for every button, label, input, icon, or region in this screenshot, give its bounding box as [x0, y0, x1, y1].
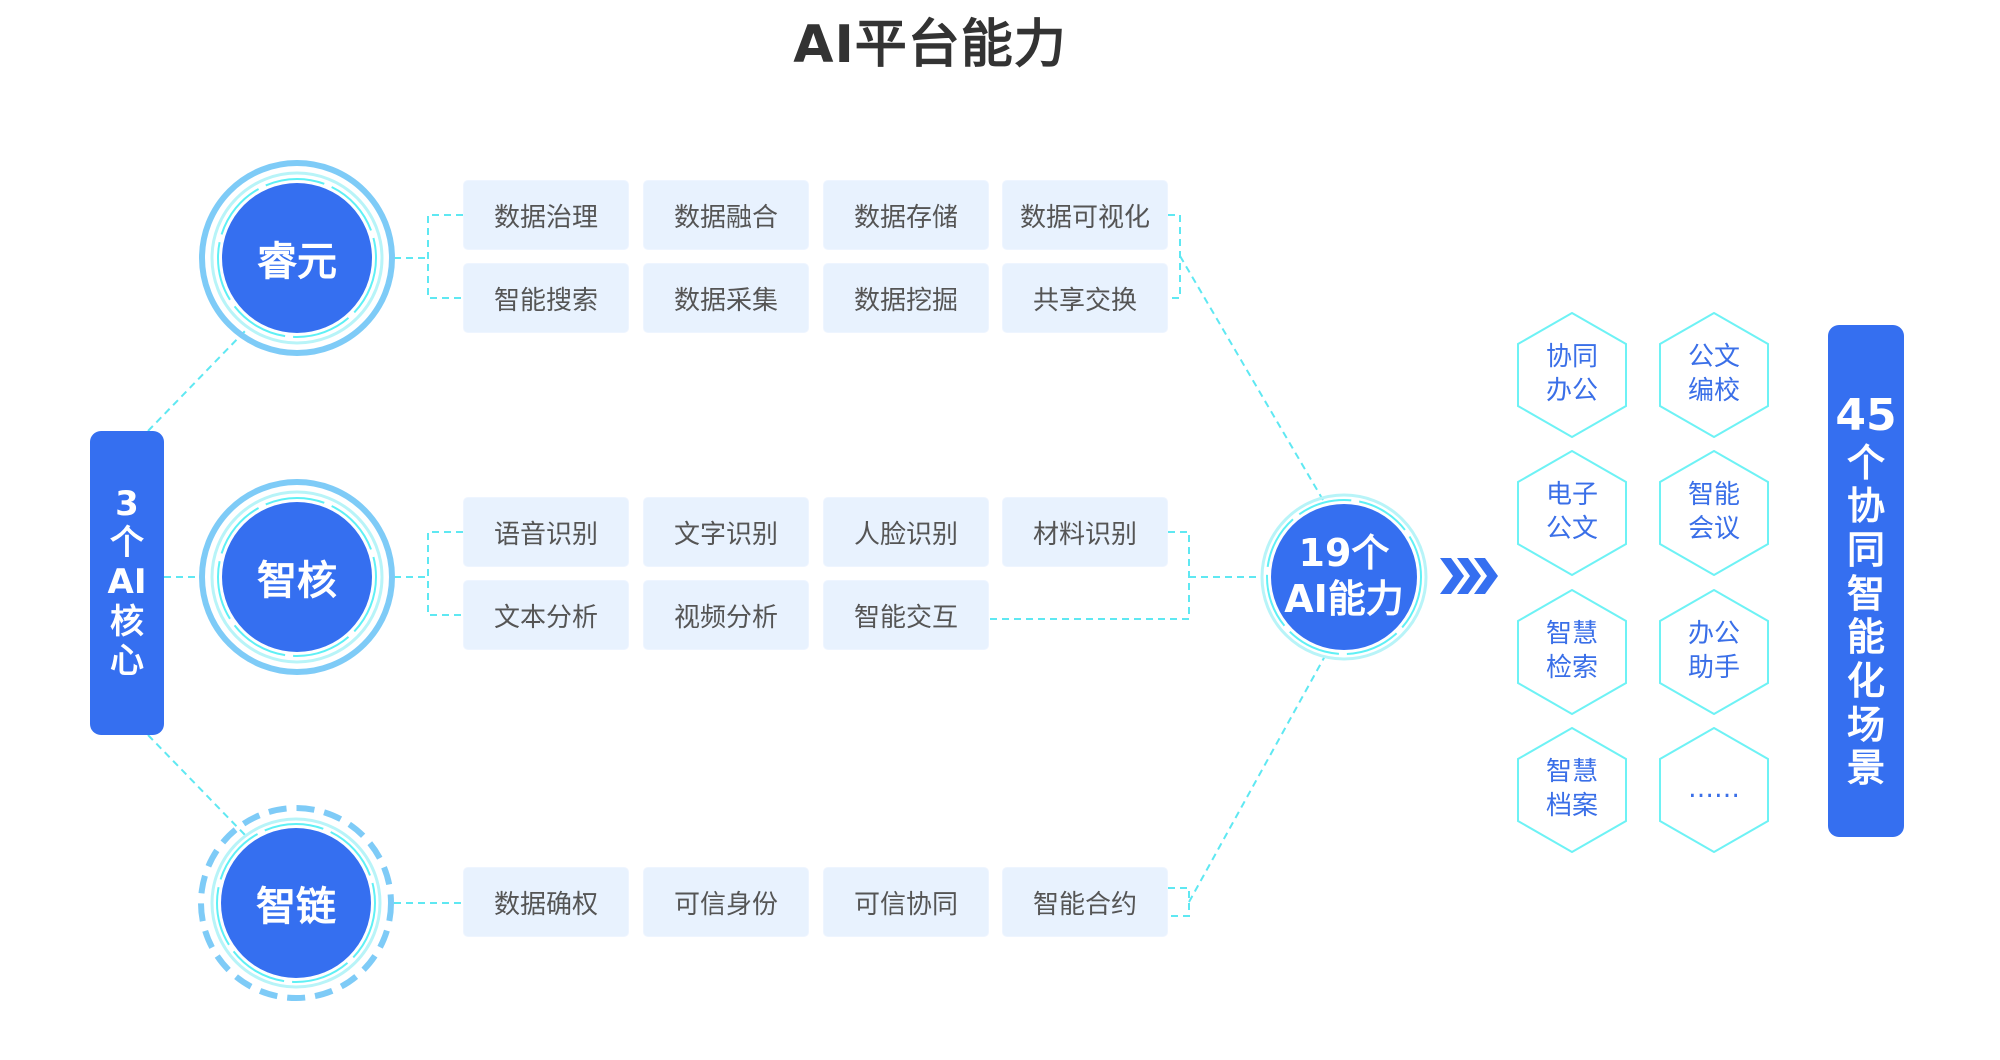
- core-ring-icon: [199, 160, 395, 356]
- hexagon-icon: [1659, 450, 1769, 576]
- page-title: AI平台能力: [793, 15, 1067, 75]
- scenario-label-line2: 助手: [1687, 653, 1740, 683]
- left-bar-char: 心: [110, 640, 144, 681]
- hexagon-icon: [1517, 450, 1627, 576]
- core-label: 智链: [256, 884, 336, 930]
- left-bar-char: 个: [110, 523, 144, 564]
- connector-group-1-center: [1179, 255, 1324, 501]
- scenario-label-line1: 智慧: [1545, 757, 1598, 788]
- scenario-label-line2: 档案: [1545, 791, 1598, 821]
- scenario-label-line2: 检索: [1545, 653, 1598, 683]
- core-ring-icon: [199, 479, 395, 675]
- left-bar-char: 核: [110, 601, 144, 642]
- capability-box: 数据治理: [463, 180, 629, 250]
- capability-box: 视频分析: [643, 580, 809, 650]
- bracket-left-group-2-v: [427, 531, 463, 616]
- center-ring-icon: [1260, 493, 1428, 661]
- capability-box: 文本分析: [463, 580, 629, 650]
- bracket-left-group-1-v: [427, 214, 463, 299]
- center-label: 19个 AI能力: [1260, 493, 1428, 661]
- right-bar-char: 同: [1846, 527, 1885, 572]
- core-ring-dashed-icon: [198, 805, 394, 1001]
- scenario-label-line2: 会议: [1687, 514, 1740, 544]
- ai-capability-count-node: 19个 AI能力: [1260, 493, 1428, 661]
- capability-box: 数据融合: [643, 180, 809, 250]
- right-bar-char: 场: [1846, 702, 1885, 747]
- right-bar-char: 个: [1846, 440, 1885, 485]
- right-bar-char: 45: [1835, 390, 1897, 441]
- capability-box: 共享交换: [1002, 263, 1168, 333]
- capability-box: 可信身份: [643, 867, 809, 937]
- hexagon-icon: [1517, 589, 1627, 715]
- scenario-label-line2: 公文: [1545, 514, 1598, 544]
- capability-box: 语音识别: [463, 497, 629, 567]
- scenario-hexagon: 智慧档案: [1517, 727, 1627, 853]
- capability-box: 材料识别: [1002, 497, 1168, 567]
- scenario-hexagon: 电子公文: [1517, 450, 1627, 576]
- connector-group-3-center: [1188, 655, 1326, 903]
- capability-box: 可信协同: [823, 867, 989, 937]
- capability-box: 数据存储: [823, 180, 989, 250]
- scenario-label-line1: ……: [1688, 774, 1740, 805]
- core-node-ruiyuan[interactable]: 睿元: [197, 158, 397, 358]
- capability-box: 数据可视化: [1002, 180, 1168, 250]
- right-bar-char: 协: [1846, 484, 1885, 529]
- capability-box: 数据采集: [643, 263, 809, 333]
- capability-box: 人脸识别: [823, 497, 989, 567]
- core-node-zhilian[interactable]: 智链: [196, 803, 396, 1003]
- scenario-hexagon: 智慧检索: [1517, 589, 1627, 715]
- scenario-label: 办公助手: [1659, 589, 1769, 715]
- scenario-label-line1: 智慧: [1545, 619, 1598, 650]
- scenario-label-line1: 办公: [1687, 619, 1740, 650]
- hexagon-icon: [1659, 312, 1769, 438]
- scenario-hexagon: ……: [1659, 727, 1769, 853]
- triple-chevron-right-icon: [1440, 558, 1498, 594]
- scenario-label-line1: 协同: [1545, 342, 1598, 373]
- bracket-right-group-3: [1168, 887, 1190, 917]
- capability-box: 数据确权: [463, 867, 629, 937]
- left-bar-char: 3: [115, 484, 139, 525]
- capability-box: 数据挖掘: [823, 263, 989, 333]
- hexagon-icon: [1659, 727, 1769, 853]
- ai-core-count-bar: 3 个 AI 核 心: [90, 431, 164, 735]
- scenario-label: ……: [1659, 727, 1769, 853]
- scenario-label: 智慧检索: [1517, 589, 1627, 715]
- center-label-line2: AI能力: [1284, 577, 1404, 621]
- hexagon-icon: [1659, 589, 1769, 715]
- scenario-count-bar: 45 个 协 同 智 能 化 场 景: [1828, 325, 1904, 837]
- hexagon-icon: [1517, 727, 1627, 853]
- capability-box: 智能交互: [823, 580, 989, 650]
- center-label-line1: 19个: [1298, 531, 1390, 576]
- scenario-label-line1: 电子: [1545, 480, 1598, 511]
- bracket-right-group-2: [990, 531, 1190, 620]
- scenario-label-line2: 办公: [1545, 376, 1598, 406]
- left-bar-char: AI: [107, 562, 147, 603]
- scenario-label: 公文编校: [1659, 312, 1769, 438]
- scenario-label: 协同办公: [1517, 312, 1627, 438]
- core-label: 智核: [257, 558, 337, 604]
- capability-box: 智能合约: [1002, 867, 1168, 937]
- scenario-label-line2: 编校: [1687, 376, 1740, 406]
- capability-box: 文字识别: [643, 497, 809, 567]
- bracket-right-group-1: [1168, 214, 1181, 299]
- scenario-hexagon: 办公助手: [1659, 589, 1769, 715]
- hexagon-icon: [1517, 312, 1627, 438]
- core-label: 睿元: [257, 239, 337, 285]
- scenario-label: 智能会议: [1659, 450, 1769, 576]
- right-bar-char: 景: [1846, 746, 1885, 791]
- scenario-label-line1: 公文: [1687, 342, 1740, 373]
- right-bar-char: 化: [1846, 659, 1885, 704]
- scenario-hexagon: 公文编校: [1659, 312, 1769, 438]
- scenario-label: 电子公文: [1517, 450, 1627, 576]
- scenario-hexagon: 智能会议: [1659, 450, 1769, 576]
- scenario-label-line1: 智能: [1687, 480, 1740, 511]
- core-node-zhihe[interactable]: 智核: [197, 477, 397, 677]
- scenario-label: 智慧档案: [1517, 727, 1627, 853]
- right-bar-char: 智: [1846, 571, 1885, 616]
- scenario-hexagon: 协同办公: [1517, 312, 1627, 438]
- capability-box: 智能搜索: [463, 263, 629, 333]
- right-bar-char: 能: [1846, 615, 1885, 660]
